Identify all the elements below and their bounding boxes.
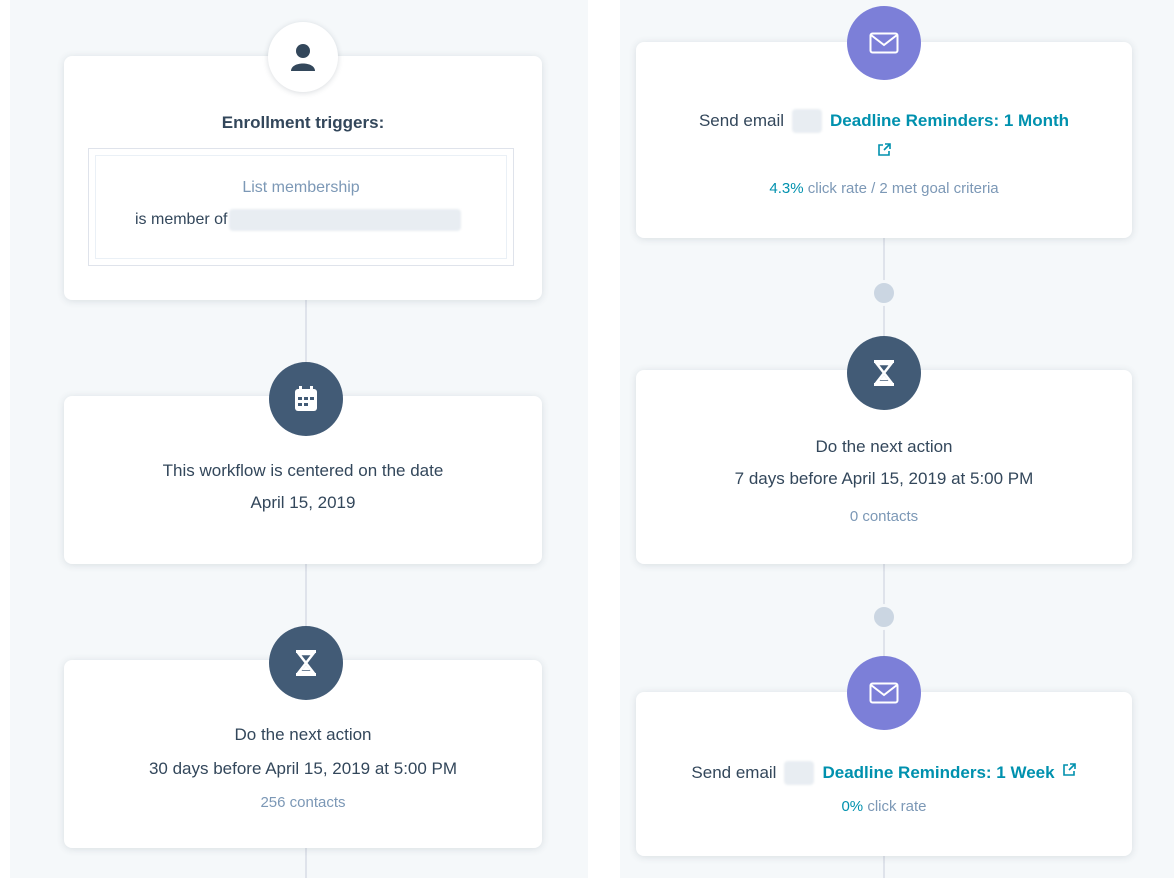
email-stats: 0% click rate (636, 798, 1132, 815)
send-email-label: Send email (698, 111, 785, 130)
delay-detail: 7 days before April 15, 2019 at 5:00 PM (734, 469, 1034, 488)
email-icon (847, 6, 921, 80)
click-rate-value: 0% (841, 798, 864, 815)
delay-title: Do the next action (815, 437, 953, 456)
add-action-button[interactable] (871, 280, 897, 306)
send-email-row: Send email Deadline Reminders: 1 Month (636, 108, 1132, 134)
date-center-date: April 15, 2019 (250, 493, 356, 512)
date-center-line1: This workflow is centered on the date (162, 461, 444, 480)
external-link-icon[interactable] (876, 142, 892, 163)
trigger-filter-box[interactable]: List membership is member of (88, 148, 514, 266)
add-action-button[interactable] (871, 604, 897, 630)
delay-detail: 30 days before April 15, 2019 at 5:00 PM (148, 759, 458, 778)
click-rate-suffix: click rate / 2 met goal criteria (807, 180, 999, 197)
date-centered-card[interactable]: This workflow is centered on the date Ap… (64, 396, 542, 564)
email-name-link[interactable]: Deadline Reminders: 1 Week (822, 763, 1055, 782)
enrollment-trigger-card[interactable]: Enrollment triggers: List membership is … (64, 56, 542, 300)
contact-icon (268, 22, 338, 92)
send-email-row: Send email Deadline Reminders: 1 Week (636, 760, 1132, 786)
workflow-panel-left: Enrollment triggers: List membership is … (10, 0, 588, 878)
send-email-label: Send email (691, 763, 777, 782)
redacted-list-name (229, 209, 462, 231)
email-icon (847, 656, 921, 730)
enrollment-title: Enrollment triggers: (221, 113, 385, 132)
workflow-panel-right: Send email Deadline Reminders: 1 Month 4… (620, 0, 1174, 878)
email-name-link[interactable]: Deadline Reminders: 1 Month (830, 111, 1070, 130)
email-stats: 4.3% click rate / 2 met goal criteria (636, 180, 1132, 197)
delay-title: Do the next action (234, 725, 372, 744)
contact-count: 256 contacts (260, 794, 346, 811)
calendar-icon (269, 362, 343, 436)
delay-card-30-days[interactable]: Do the next action 30 days before April … (64, 660, 542, 848)
connector-line (883, 856, 885, 878)
filter-type-label: List membership (242, 179, 360, 196)
connector-line (305, 300, 307, 878)
filter-condition-text: is member of (135, 211, 228, 228)
click-rate-suffix: click rate (867, 798, 927, 815)
filter-condition: is member of (135, 207, 462, 233)
hourglass-icon (847, 336, 921, 410)
redacted-email-id (784, 761, 815, 785)
external-link-icon[interactable] (1061, 760, 1077, 786)
contact-count: 0 contacts (849, 508, 919, 525)
redacted-email-id (792, 109, 823, 133)
hourglass-icon (269, 626, 343, 700)
click-rate-value: 4.3% (769, 180, 804, 197)
